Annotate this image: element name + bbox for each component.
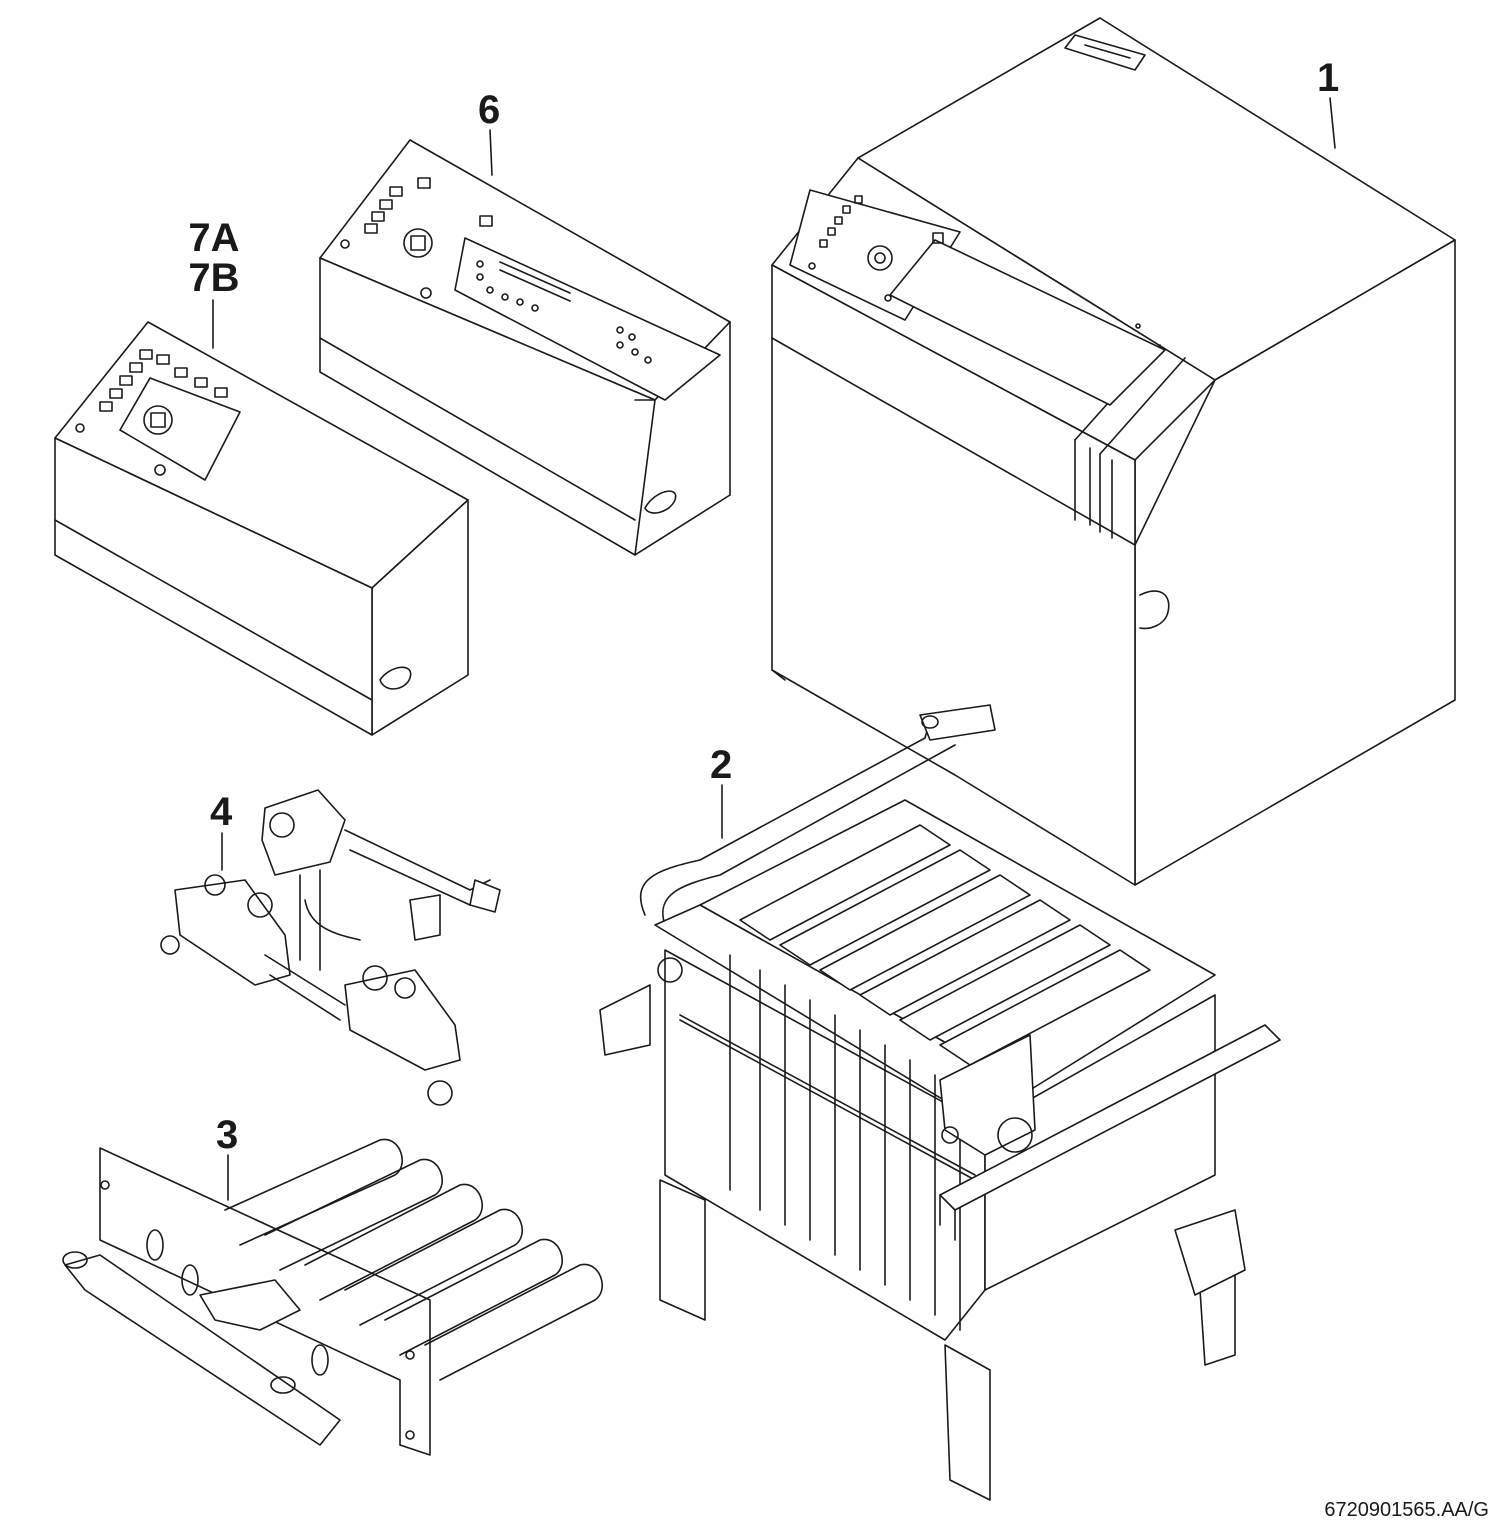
callout-4: 4 [210,790,233,834]
callout-3: 3 [216,1113,239,1157]
callout-2: 2 [710,743,733,787]
gas-valve-assembly [161,790,500,1105]
heat-exchanger [600,705,1280,1500]
leader-line-6 [490,130,492,175]
control-unit-7 [55,322,468,735]
burner-assembly [63,1139,602,1455]
figure-code: 6720901565.AA/G [1324,1499,1489,1521]
callout-7b: 7B [188,256,240,300]
callout-1: 1 [1317,56,1340,100]
leader-line-1 [1330,98,1335,148]
callout-6: 6 [478,88,501,132]
leader-lines [213,98,1335,1200]
burner-tubes [225,1139,602,1380]
callout-7: 7A 7B [183,218,245,298]
callout-7a: 7A [188,216,240,260]
boiler-cabinet [772,18,1455,885]
control-unit-6 [320,140,730,555]
